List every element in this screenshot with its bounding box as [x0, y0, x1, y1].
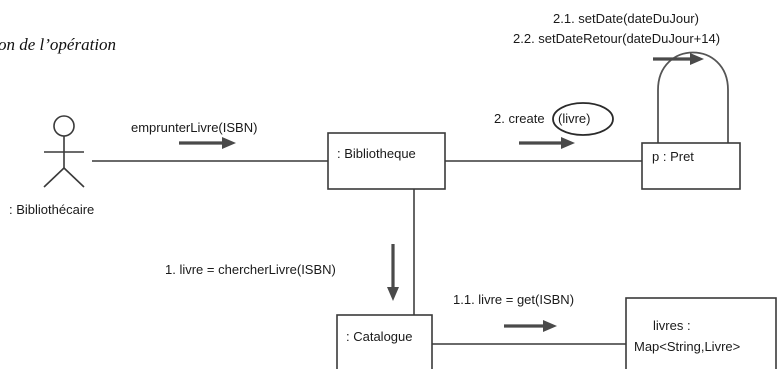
object-livres-label-line2: Map<String,Livre>: [634, 339, 740, 354]
object-pret-label: p : Pret: [652, 149, 694, 164]
diagram-title: on de l’opération: [0, 35, 116, 54]
object-pret: p : Pret: [641, 142, 741, 190]
object-livres-box: [625, 297, 777, 369]
actor-label: : Bibliothécaire: [9, 202, 94, 217]
object-livres: livres : Map<String,Livre>: [625, 297, 777, 369]
object-pret-box: [641, 142, 741, 190]
actor-head: [53, 115, 75, 137]
object-bibliotheque-box: [327, 132, 446, 190]
message-emprunter-label: emprunterLivre(ISBN): [131, 120, 257, 135]
message-create-label: 2. create: [494, 111, 545, 126]
message-get-label: 1.1. livre = get(ISBN): [453, 292, 574, 307]
message-chercher-label: 1. livre = chercherLivre(ISBN): [165, 262, 336, 277]
self-link-pret: [657, 51, 729, 143]
message-setdate-label: 2.1. setDate(dateDuJour): [553, 11, 699, 26]
message-create-argument: (livre): [558, 111, 591, 126]
object-bibliotheque-label: : Bibliotheque: [337, 146, 416, 161]
object-catalogue-label: : Catalogue: [346, 329, 413, 344]
message-chercher-arrow: [387, 244, 399, 301]
message-setdateretour-label: 2.2. setDateRetour(dateDuJour+14): [513, 31, 720, 46]
actor-left-leg: [43, 167, 65, 188]
message-get-arrow: [504, 320, 557, 332]
message-self-arrow: [653, 53, 704, 65]
actor-right-leg: [63, 167, 85, 188]
message-emprunter-arrow: [179, 137, 236, 149]
actor-figure: [43, 115, 85, 188]
object-catalogue-box: [336, 314, 433, 369]
create-argument-highlight: [552, 102, 614, 136]
object-livres-label-line1: livres :: [653, 318, 691, 333]
message-create-arrow: [519, 137, 575, 149]
object-catalogue: : Catalogue: [336, 314, 433, 369]
object-bibliotheque: : Bibliotheque: [327, 132, 446, 190]
